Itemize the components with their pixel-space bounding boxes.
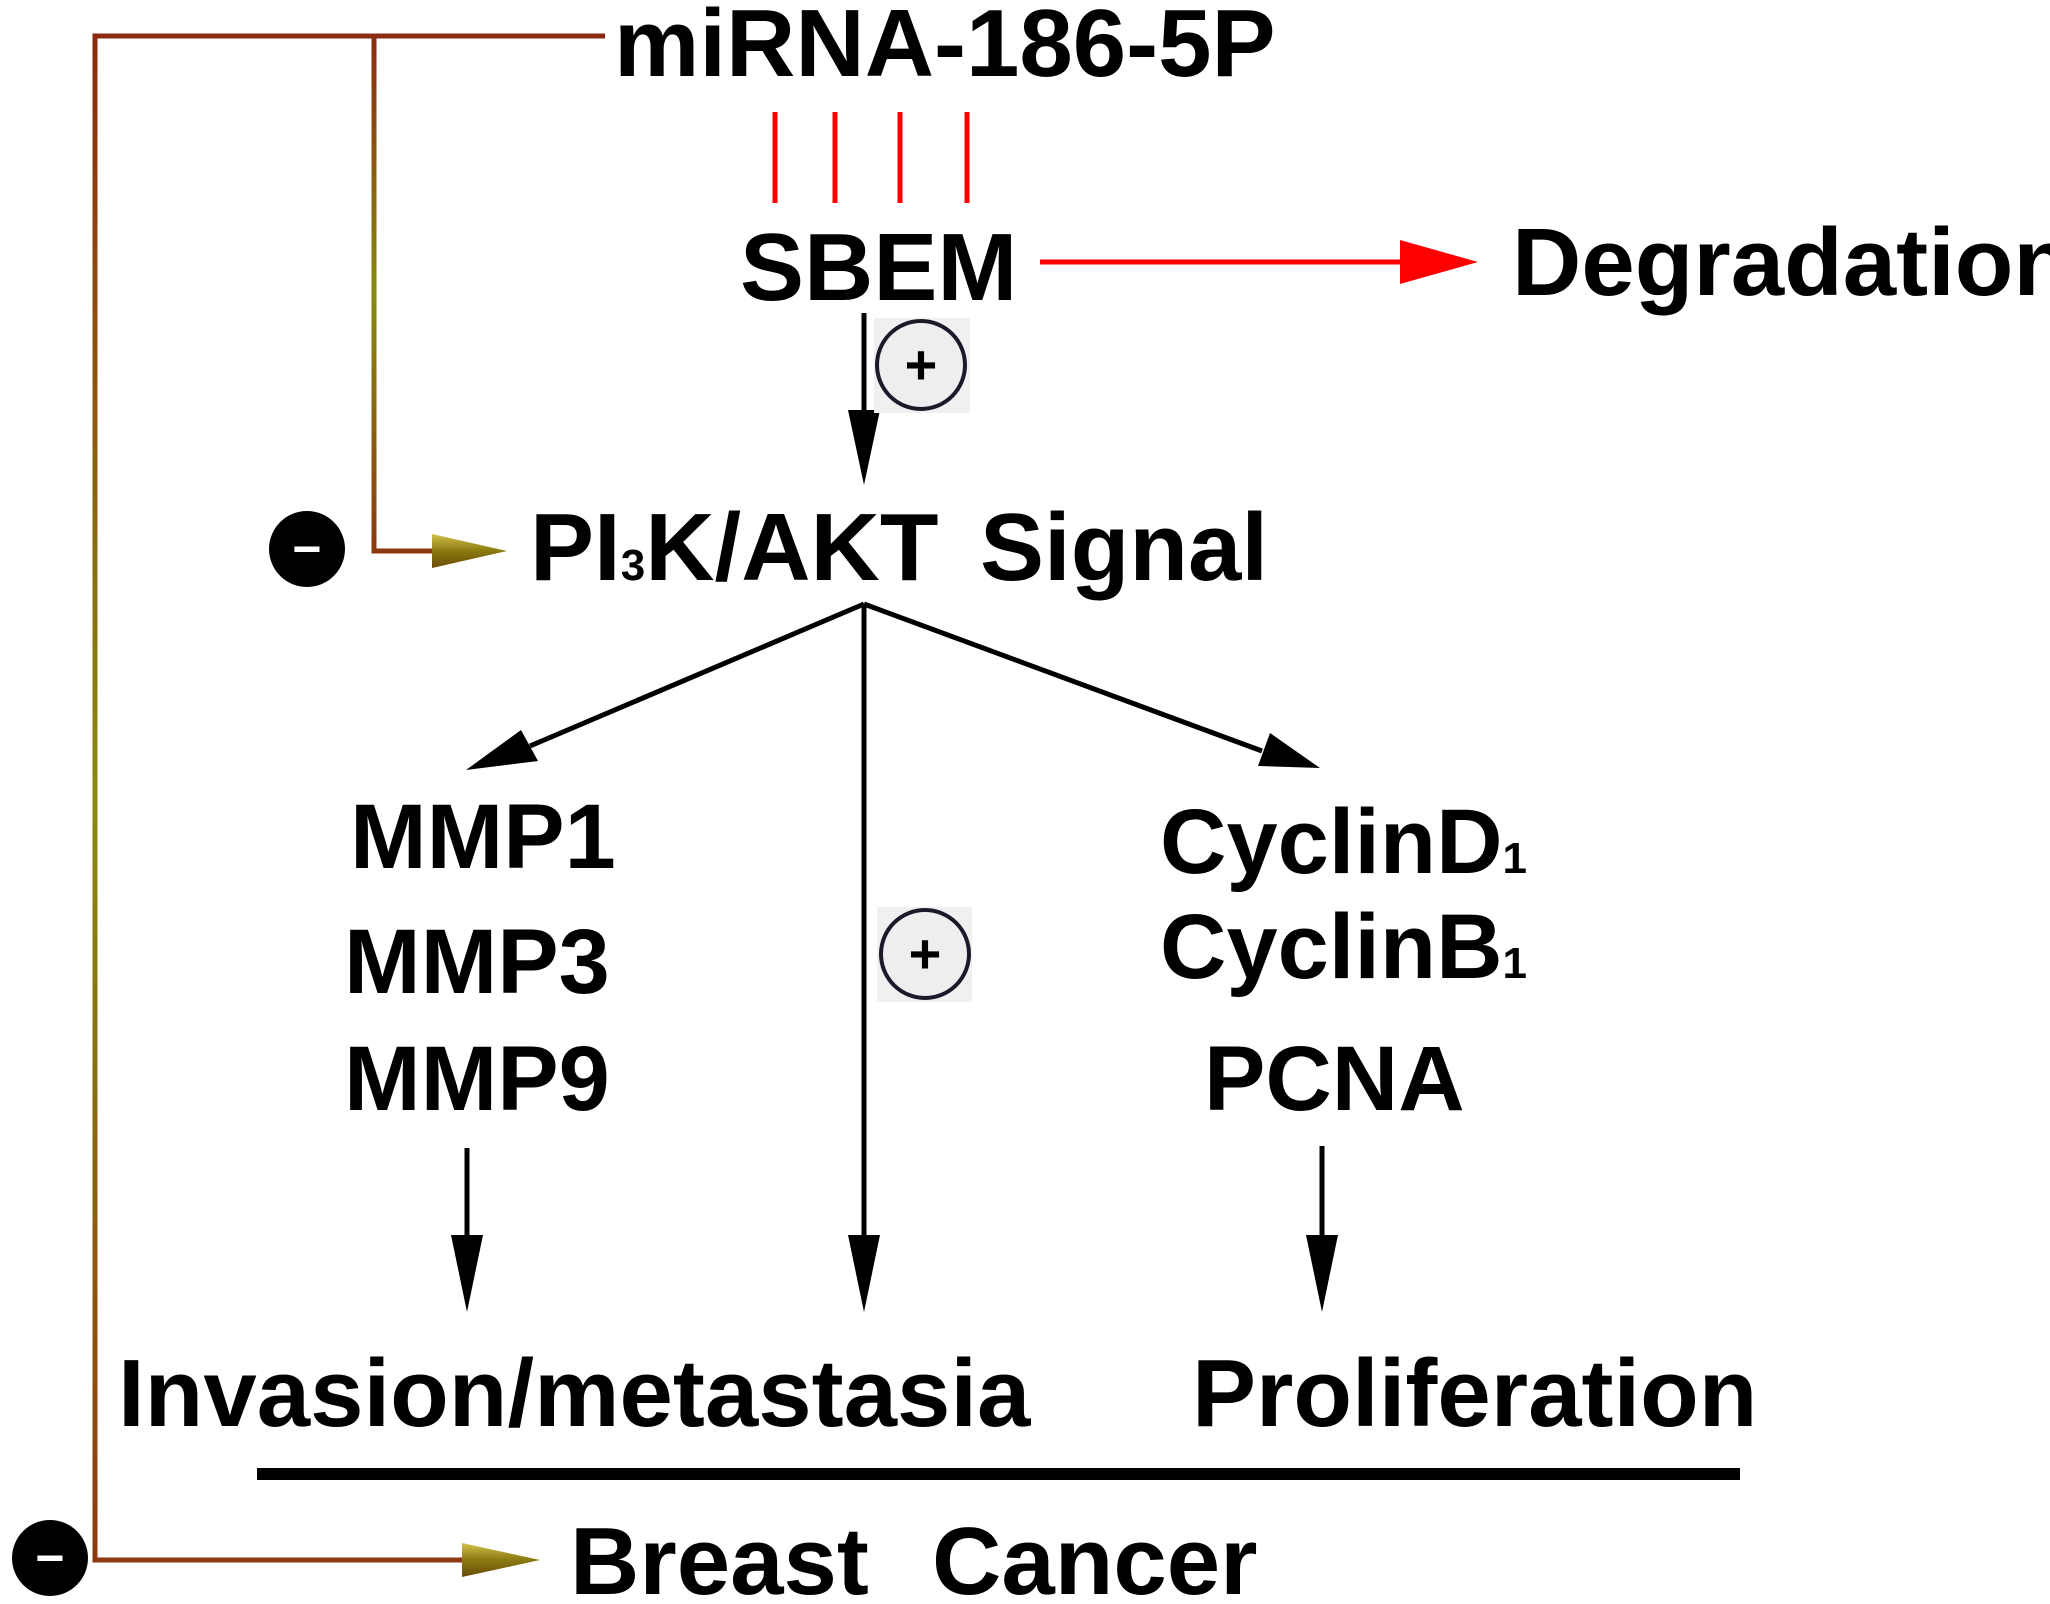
plus-icon-center	[879, 908, 971, 1000]
degradation-arrowhead	[1400, 240, 1478, 284]
cyclin-b-subscript: 1	[1503, 939, 1527, 988]
mirna-label: miRNA-186-5P	[614, 0, 1276, 97]
minus-icon-bottom	[12, 1520, 88, 1596]
cyclin-d1-label: CyclinD1	[1160, 791, 1527, 893]
cyclin-d-text: CyclinD	[1160, 791, 1503, 893]
mmp-to-invasion-arrowhead	[451, 1235, 483, 1312]
branch-to-mmp-arrowhead	[466, 730, 538, 770]
plus-sign-center: +	[909, 922, 942, 985]
proliferation-label: Proliferation	[1192, 1340, 1757, 1447]
inhibition-arrowhead-pi3k	[432, 534, 507, 568]
cancer-label: Cancer	[932, 1508, 1258, 1604]
plus-icon	[875, 319, 967, 411]
binding-ticks	[772, 112, 970, 203]
mmp1-label: MMP1	[350, 786, 616, 888]
pi3k-subscript: 3	[621, 541, 645, 590]
signal-label: Signal	[980, 494, 1268, 601]
cyclin-d-subscript: 1	[1503, 834, 1527, 883]
pi3k-branches	[466, 601, 1320, 1312]
pi3k-akt-label: PI3K/AKT	[530, 494, 938, 601]
plus-sign: +	[905, 333, 938, 396]
mmp3-label: MMP3	[344, 911, 610, 1013]
branch-to-mmp-line	[529, 601, 865, 749]
mirna-outer-inhibition-line	[92, 33, 605, 1563]
sbem-label: SBEM	[740, 214, 1017, 321]
inhibition-arrowhead-breast-cancer	[462, 1543, 540, 1577]
mmp9-label: MMP9	[344, 1028, 610, 1130]
breast-label: Breast	[570, 1508, 869, 1604]
pi3k-suffix: K/AKT	[645, 494, 938, 601]
branch-to-cyclin-arrowhead	[1258, 733, 1320, 768]
minus-sign-bottom: −	[35, 1530, 64, 1586]
invasion-metastasia-label: Invasion/metastasia	[118, 1340, 1031, 1447]
pcna-label: PCNA	[1204, 1028, 1465, 1130]
pcna-to-proliferation-arrowhead	[1306, 1235, 1338, 1312]
cyclin-b-text: CyclinB	[1160, 896, 1503, 998]
degradation-label: Degradation	[1512, 209, 2050, 316]
sbem-to-pi3k-arrowhead	[848, 410, 880, 485]
mirna-inner-inhibition-line	[371, 33, 605, 554]
branch-to-cyclin-line	[863, 601, 1263, 754]
cyclin-b1-label: CyclinB1	[1160, 896, 1527, 998]
minus-sign: −	[292, 521, 321, 577]
minus-icon	[269, 511, 345, 587]
branch-center-arrowhead	[848, 1235, 880, 1312]
pi3k-prefix: PI	[530, 494, 621, 601]
inhibition-connectors	[92, 33, 605, 1577]
